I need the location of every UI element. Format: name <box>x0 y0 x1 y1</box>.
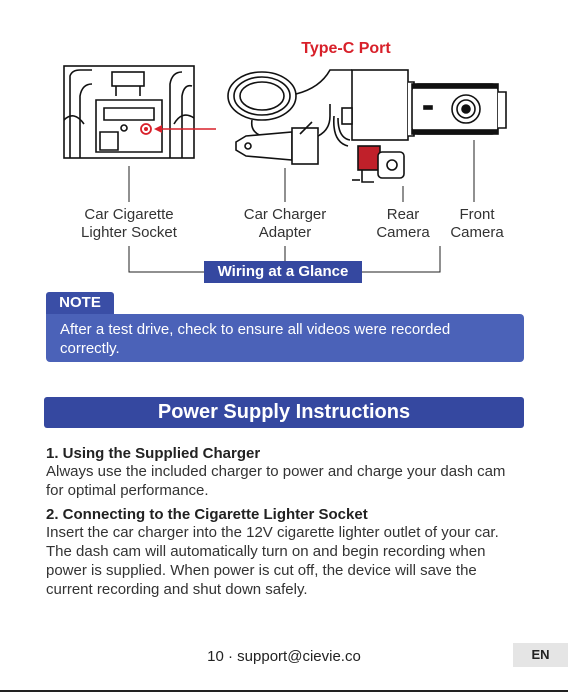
page-footer: 10 · support@cievie.co <box>0 648 568 665</box>
car-dashboard-illustration <box>64 66 194 158</box>
note-box: After a test drive, check to ensure all … <box>46 314 524 362</box>
callout-line1: Rear <box>368 206 438 224</box>
item-1-heading: 1. Using the Supplied Charger <box>46 445 260 462</box>
item-2-heading: 2. Connecting to the Cigarette Lighter S… <box>46 506 368 523</box>
mount-bracket-illustration <box>342 70 414 140</box>
section-title: Power Supply Instructions <box>44 397 524 428</box>
language-badge: EN <box>513 643 568 667</box>
front-camera-illustration <box>412 84 506 134</box>
callout-line1: Car Charger <box>228 206 342 224</box>
callout-line2: Camera <box>444 224 510 242</box>
callout-line2: Camera <box>368 224 438 242</box>
callout-car-charger-adapter: Car Charger Adapter <box>228 206 342 242</box>
bottom-rule <box>0 690 568 692</box>
type-c-port-label: Type-C Port <box>280 40 412 58</box>
item-2-body: Insert the car charger into the 12V ciga… <box>46 523 526 599</box>
socket-target <box>141 124 151 134</box>
plug-arrow <box>154 125 216 133</box>
callout-cigarette-lighter-socket: Car Cigarette Lighter Socket <box>69 206 189 242</box>
wiring-at-a-glance-label: Wiring at a Glance <box>204 261 362 283</box>
callout-front-camera: Front Camera <box>444 206 510 242</box>
callout-line1: Car Cigarette <box>69 206 189 224</box>
callout-line2: Adapter <box>228 224 342 242</box>
item-1-body: Always use the included charger to power… <box>46 462 526 500</box>
callout-line1: Front <box>444 206 510 224</box>
note-text: After a test drive, check to ensure all … <box>60 321 450 357</box>
callout-rear-camera: Rear Camera <box>368 206 438 242</box>
callout-line2: Lighter Socket <box>69 224 189 242</box>
note-tab: NOTE <box>46 292 114 314</box>
